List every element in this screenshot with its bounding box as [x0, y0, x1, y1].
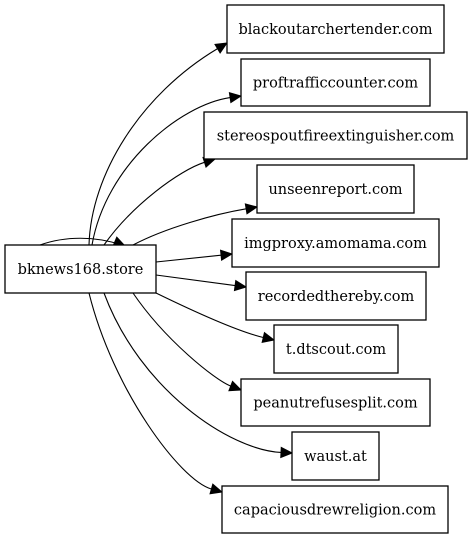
target-node-label: imgproxy.amomama.com — [244, 236, 427, 252]
edge-t8-path — [132, 292, 231, 387]
target-node-2: proftrafficcounter.com — [240, 58, 431, 107]
edge-src-to-t8 — [132, 292, 243, 392]
target-node-box — [226, 4, 445, 54]
target-node-1: blackoutarchertender.com — [226, 4, 445, 54]
source-node-box — [4, 244, 157, 294]
edge-t5-path — [155, 254, 222, 263]
target-node-label: blackoutarchertender.com — [238, 22, 432, 38]
target-node-box — [221, 485, 449, 534]
edge-src-to-t3 — [103, 156, 217, 246]
target-node-4: unseenreport.com — [256, 164, 415, 214]
edge-t2-path — [91, 97, 231, 246]
source-node: bknews168.store — [4, 244, 157, 294]
edge-t7-arrowhead — [261, 331, 276, 343]
target-node-box — [291, 431, 380, 481]
target-node-label: stereospoutfireextinguisher.com — [217, 129, 455, 145]
edge-src-to-t4 — [132, 203, 259, 246]
edge-src-to-t10 — [88, 292, 224, 495]
source-node-label: bknews168.store — [18, 262, 144, 278]
target-node-label: capaciousdrewreligion.com — [234, 503, 436, 519]
edge-src-to-t9 — [103, 292, 294, 459]
edge-t8-arrowhead — [228, 380, 243, 392]
edge-t1-arrowhead — [214, 42, 229, 54]
graph-nodes: bknews168.store blackoutarchertender.com p… — [4, 4, 468, 534]
edge-t10-arrowhead — [209, 483, 224, 495]
edge-t2-arrowhead — [228, 91, 243, 104]
target-node-7: t.dtscout.com — [273, 324, 399, 374]
edge-t5-arrowhead — [219, 249, 234, 261]
target-node-box — [203, 111, 468, 160]
target-node-10: capaciousdrewreligion.com — [221, 485, 449, 534]
edge-t9-path — [103, 292, 282, 454]
edge-src-to-t2 — [91, 91, 243, 246]
target-node-label: recordedthereby.com — [258, 289, 415, 305]
edge-src-to-t5 — [155, 249, 234, 263]
edge-src-to-t6 — [155, 274, 248, 292]
edge-t6-arrowhead — [233, 279, 248, 292]
target-node-box — [273, 324, 399, 374]
edge-t6-path — [155, 274, 236, 287]
target-node-label: waust.at — [304, 449, 367, 465]
target-node-box — [240, 378, 431, 427]
edge-t10-path — [88, 292, 212, 490]
target-node-box — [231, 218, 440, 268]
edge-src-to-t1 — [88, 42, 229, 246]
target-node-5: imgproxy.amomama.com — [231, 218, 440, 268]
target-node-3: stereospoutfireextinguisher.com — [203, 111, 468, 160]
target-node-label: peanutrefusesplit.com — [253, 396, 418, 412]
target-node-box — [256, 164, 415, 214]
edge-t1-path — [88, 48, 218, 246]
self-loop-path — [39, 237, 123, 246]
target-node-label: unseenreport.com — [268, 182, 402, 198]
edge-t9-arrowhead — [280, 446, 294, 459]
target-node-6: recordedthereby.com — [245, 271, 427, 321]
target-node-box — [245, 271, 427, 321]
edge-src-to-t7 — [155, 292, 276, 343]
edge-t4-path — [132, 208, 247, 246]
target-node-label: proftrafficcounter.com — [253, 76, 419, 92]
edge-t3-path — [103, 161, 205, 246]
target-node-8: peanutrefusesplit.com — [240, 378, 431, 427]
target-node-box — [240, 58, 431, 107]
target-node-label: t.dtscout.com — [286, 342, 386, 358]
target-node-9: waust.at — [291, 431, 380, 481]
edge-t7-path — [155, 292, 264, 339]
edge-t4-arrowhead — [244, 203, 259, 215]
